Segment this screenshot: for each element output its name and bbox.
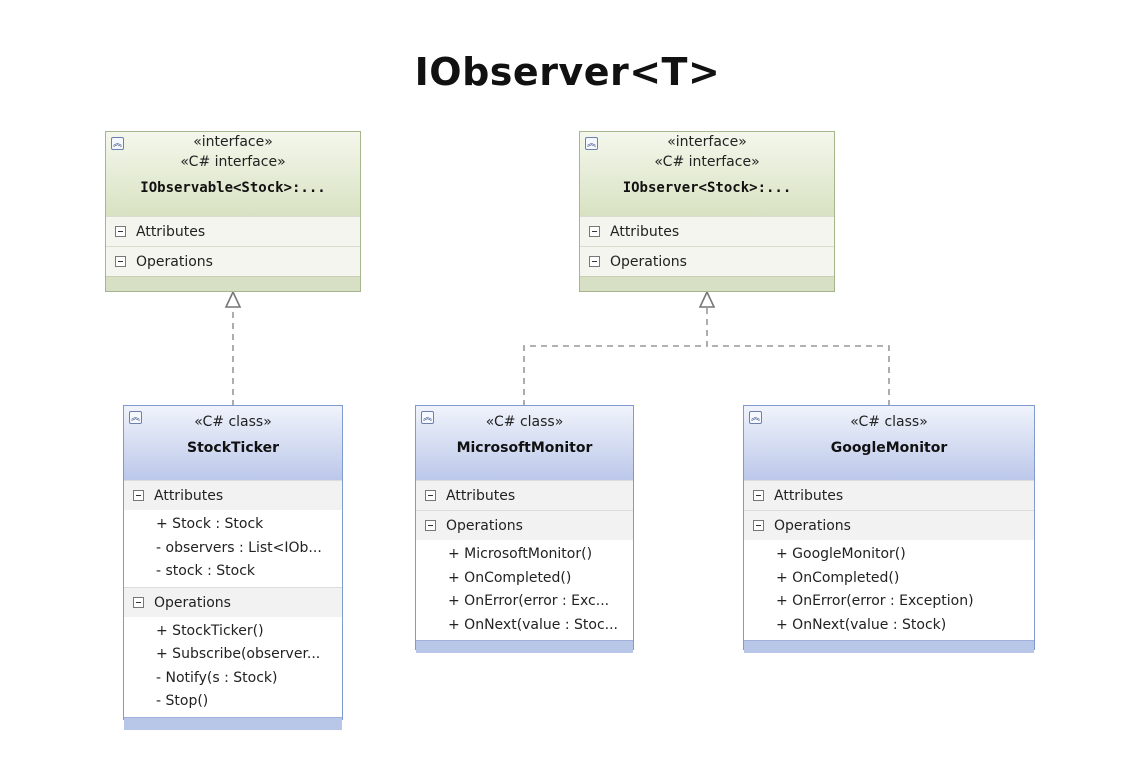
attributes-compartment[interactable]: Attributes: [744, 480, 1034, 510]
box-footer: [124, 716, 342, 730]
attributes-compartment[interactable]: Attributes: [416, 480, 633, 510]
microsoftmonitor-class-box[interactable]: ︽ «C# class» MicrosoftMonitor Attributes…: [415, 405, 634, 653]
iobserver-interface-box[interactable]: ︽ «interface» «C# interface» IObserver<S…: [579, 131, 835, 292]
interface-name: IObservable<Stock>:...: [140, 180, 326, 196]
box-footer: [744, 640, 1034, 653]
operation-item[interactable]: + StockTicker(): [156, 622, 264, 639]
class-name: GoogleMonitor: [830, 440, 948, 456]
attributes-label: Attributes: [136, 224, 206, 240]
collapse-icon[interactable]: ︽: [749, 411, 762, 424]
class-name: StockTicker: [187, 440, 279, 456]
operations-compartment[interactable]: Operations: [124, 586, 342, 617]
operation-item[interactable]: - Notify(s : Stock): [156, 669, 278, 686]
class-name: MicrosoftMonitor: [456, 440, 593, 456]
stereotype-csharp-interface: «C# interface»: [654, 154, 760, 170]
iobservable-interface-box[interactable]: ︽ «interface» «C# interface» IObservable…: [105, 131, 361, 292]
iobservable-header: ︽ «interface» «C# interface» IObservable…: [106, 132, 360, 216]
operation-item[interactable]: + OnError(error : Exc...: [448, 593, 610, 609]
realization-arrowhead-iobservable: [224, 290, 242, 308]
microsoftmonitor-header: ︽ «C# class» MicrosoftMonitor: [416, 406, 633, 480]
stereotype-csharp-class: «C# class»: [485, 414, 564, 430]
googlemonitor-header: ︽ «C# class» GoogleMonitor: [744, 406, 1034, 480]
collapse-minus-icon[interactable]: [589, 256, 600, 267]
attributes-list: + Stock : Stock - observers : List<IOb..…: [124, 510, 342, 587]
collapse-minus-icon[interactable]: [425, 490, 436, 501]
operation-item[interactable]: + OnNext(value : Stock): [776, 616, 947, 633]
collapse-icon[interactable]: ︽: [421, 411, 434, 424]
stereotype-csharp-class: «C# class»: [850, 414, 928, 430]
box-footer: [580, 276, 834, 291]
operations-compartment[interactable]: Operations: [580, 246, 834, 276]
collapse-minus-icon[interactable]: [589, 226, 600, 237]
operation-item[interactable]: + MicrosoftMonitor(): [448, 546, 593, 562]
collapse-icon[interactable]: ︽: [111, 137, 124, 150]
stockticker-class-box[interactable]: ︽ «C# class» StockTicker Attributes + St…: [123, 405, 343, 730]
operation-item[interactable]: - Stop(): [156, 693, 209, 709]
collapse-minus-icon[interactable]: [753, 520, 764, 531]
operations-label: Operations: [774, 518, 851, 534]
operations-compartment[interactable]: Operations: [416, 510, 633, 540]
attributes-compartment[interactable]: Attributes: [580, 216, 834, 246]
collapse-minus-icon[interactable]: [133, 596, 144, 608]
iobserver-header: ︽ «interface» «C# interface» IObserver<S…: [580, 132, 834, 216]
operations-label: Operations: [446, 518, 523, 534]
collapse-minus-icon[interactable]: [425, 520, 436, 531]
attribute-item[interactable]: + Stock : Stock: [156, 516, 264, 532]
attribute-item[interactable]: - stock : Stock: [156, 563, 256, 579]
stereotype-interface: «interface»: [667, 134, 747, 150]
operation-item[interactable]: + OnCompleted(): [776, 569, 900, 586]
operation-item[interactable]: + Subscribe(observer...: [156, 646, 321, 662]
operations-list: + StockTicker() + Subscribe(observer... …: [124, 616, 342, 717]
operations-list: + GoogleMonitor() + OnCompleted() + OnEr…: [744, 540, 1034, 640]
attributes-label: Attributes: [610, 224, 680, 240]
operations-label: Operations: [136, 254, 213, 270]
collapse-minus-icon[interactable]: [753, 490, 764, 501]
collapse-minus-icon[interactable]: [115, 256, 126, 267]
collapse-icon[interactable]: ︽: [585, 137, 598, 150]
stereotype-csharp-class: «C# class»: [194, 414, 272, 430]
realization-arrowhead-iobserver: [698, 290, 716, 308]
googlemonitor-class-box[interactable]: ︽ «C# class» GoogleMonitor Attributes Op…: [743, 405, 1035, 653]
collapse-minus-icon[interactable]: [133, 490, 144, 501]
realization-line-microsoftmonitor: [523, 307, 708, 406]
page-title: IObserver<T>: [414, 50, 721, 94]
attribute-item[interactable]: - observers : List<IOb...: [156, 539, 322, 556]
stereotype-csharp-interface: «C# interface»: [180, 154, 286, 170]
box-footer: [106, 276, 360, 291]
stockticker-header: ︽ «C# class» StockTicker: [124, 406, 342, 480]
operation-item[interactable]: + OnError(error : Exception): [776, 593, 974, 609]
operations-label: Operations: [154, 594, 231, 611]
attributes-label: Attributes: [154, 488, 224, 504]
realization-line-googlemonitor: [707, 345, 890, 406]
interface-name: IObserver<Stock>:...: [622, 180, 792, 196]
collapse-minus-icon[interactable]: [115, 226, 126, 237]
operation-item[interactable]: + OnNext(value : Stoc...: [448, 616, 618, 633]
operations-compartment[interactable]: Operations: [106, 246, 360, 276]
operation-item[interactable]: + GoogleMonitor(): [776, 546, 906, 562]
operations-compartment[interactable]: Operations: [744, 510, 1034, 540]
operation-item[interactable]: + OnCompleted(): [448, 569, 572, 586]
attributes-compartment[interactable]: Attributes: [124, 480, 342, 510]
attributes-label: Attributes: [774, 488, 844, 504]
box-footer: [416, 640, 633, 653]
operations-label: Operations: [610, 254, 687, 270]
stereotype-interface: «interface»: [193, 134, 273, 150]
attributes-label: Attributes: [446, 488, 516, 504]
attributes-compartment[interactable]: Attributes: [106, 216, 360, 246]
operations-list: + MicrosoftMonitor() + OnCompleted() + O…: [416, 540, 633, 640]
collapse-icon[interactable]: ︽: [129, 411, 142, 424]
